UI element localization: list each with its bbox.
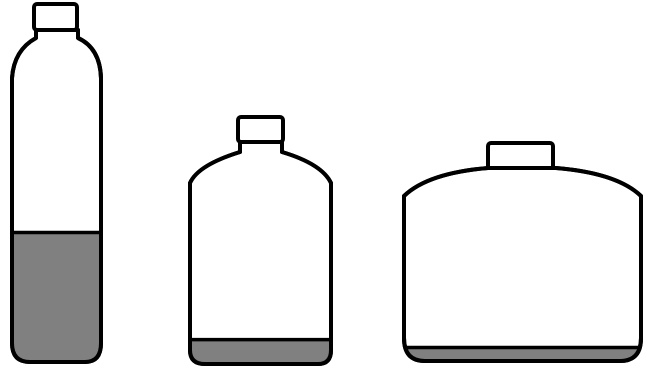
- liquid-level: [404, 347, 641, 361]
- liquid-level: [190, 340, 331, 364]
- liquid-level: [12, 233, 101, 362]
- bottle-cap: [238, 117, 283, 142]
- bottle-cap: [34, 4, 77, 30]
- wide-bottle: [404, 143, 641, 361]
- tall-bottle: [12, 4, 101, 362]
- medium-bottle: [190, 117, 331, 364]
- bottle-body: [404, 168, 641, 361]
- bottle-body: [190, 142, 331, 364]
- bottle-cap: [488, 143, 553, 169]
